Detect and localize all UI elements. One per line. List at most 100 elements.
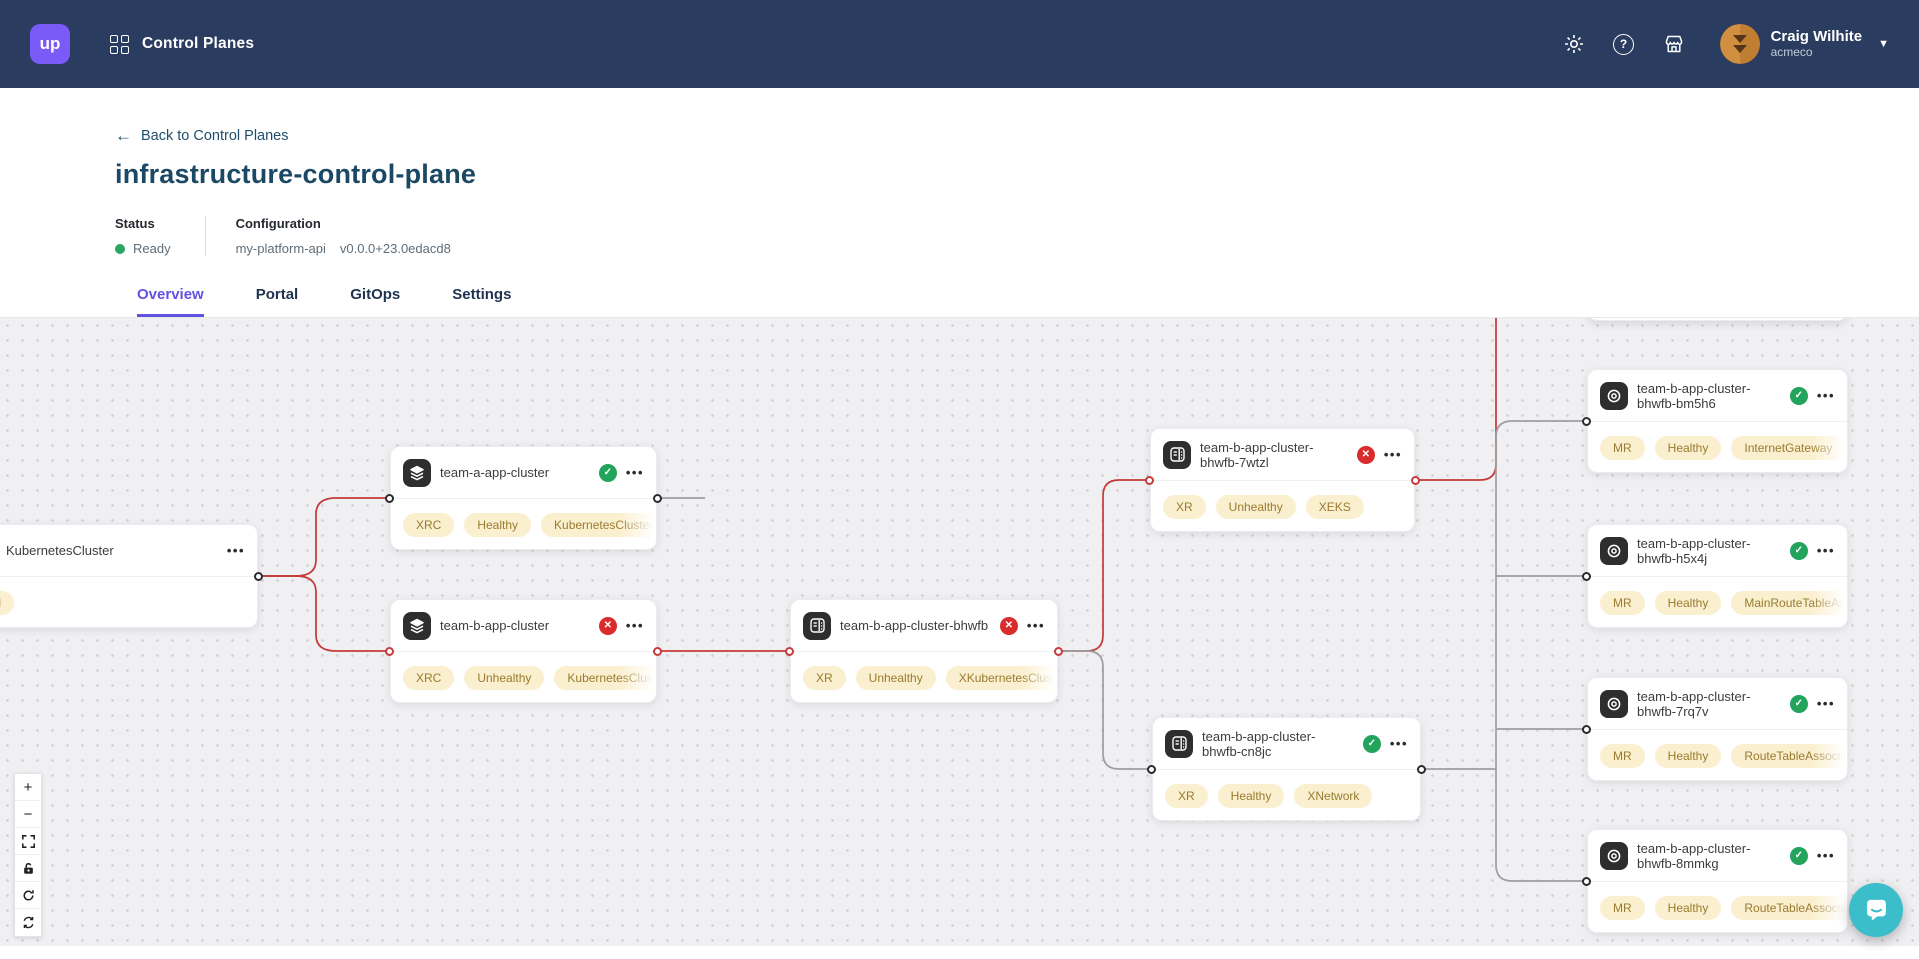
- badge-kubernetescluster: KubernetesCluster: [541, 512, 656, 537]
- more-options-icon[interactable]: •••: [1389, 736, 1408, 751]
- left-connection-handle[interactable]: [385, 647, 394, 656]
- rotate-button[interactable]: [15, 882, 41, 909]
- back-to-control-planes-link[interactable]: ← Back to Control Planes: [115, 126, 1919, 146]
- more-options-icon[interactable]: •••: [1816, 696, 1835, 711]
- fit-view-button[interactable]: [15, 828, 41, 855]
- more-options-icon[interactable]: •••: [1816, 388, 1835, 403]
- badge-xrc: XRC: [403, 665, 455, 690]
- top-navbar: up Control Planes ? Craig Wilhite acmeco…: [0, 0, 1919, 88]
- apps-grid-icon[interactable]: [110, 34, 129, 54]
- zoom-in-button[interactable]: +: [15, 774, 41, 801]
- tab-portal[interactable]: Portal: [255, 286, 299, 303]
- badge-xkubernetescluster: XKubernetesCluster: [945, 665, 1057, 690]
- badge-healthy: Healthy: [1654, 743, 1722, 768]
- upbound-logo[interactable]: up: [30, 24, 70, 64]
- user-block[interactable]: Craig Wilhite acmeco: [1771, 28, 1863, 59]
- node-badges: MRHealthyRouteTableAssociation: [1588, 730, 1847, 781]
- left-connection-handle[interactable]: [385, 494, 394, 503]
- marketplace-icon[interactable]: [1662, 32, 1686, 56]
- right-connection-handle[interactable]: [653, 494, 662, 503]
- status-value: Ready: [115, 241, 171, 256]
- edge-trunk-to-8mmkg: [1495, 769, 1587, 882]
- edge-7wtzl-to-top-node: [1415, 318, 1497, 481]
- grid-square: [121, 45, 129, 54]
- tab-gitops[interactable]: GitOps: [350, 286, 401, 303]
- avatar[interactable]: [1719, 24, 1760, 64]
- zoom-out-button[interactable]: −: [15, 801, 41, 828]
- help-icon[interactable]: ?: [1612, 32, 1636, 56]
- node-title: team-b-app-cluster-bhwfb-7rq7v: [1637, 688, 1751, 719]
- status-text: Ready: [133, 241, 171, 256]
- tab-overview[interactable]: Overview: [137, 286, 204, 317]
- chevron-down-icon[interactable]: ▼: [1878, 38, 1889, 50]
- right-connection-handle[interactable]: [1054, 647, 1063, 656]
- left-connection-handle[interactable]: [1147, 765, 1156, 774]
- badge-xr: XR: [1165, 783, 1208, 808]
- healthy-check-icon: ✓: [598, 463, 617, 482]
- left-connection-handle[interactable]: [1582, 725, 1591, 734]
- configuration-name[interactable]: my-platform-api: [235, 241, 326, 256]
- healthy-check-icon: ✓: [1362, 734, 1381, 753]
- managed-resource-icon: [1600, 841, 1628, 870]
- right-connection-handle[interactable]: [1411, 476, 1420, 485]
- back-arrow-icon: ←: [115, 126, 132, 145]
- node-header: team-a-app-cluster ✓ •••: [391, 447, 656, 499]
- right-connection-handle[interactable]: [254, 572, 263, 581]
- unhealthy-x-icon: ✕: [598, 616, 617, 635]
- configuration-version: v0.0.0+23.0edacd8: [339, 241, 451, 256]
- left-connection-handle[interactable]: [1582, 572, 1591, 581]
- healthy-check-icon: ✓: [1789, 541, 1808, 560]
- more-options-icon[interactable]: •••: [226, 543, 245, 558]
- configuration-label: Configuration: [235, 216, 321, 231]
- unhealthy-x-icon: ✕: [1356, 445, 1375, 464]
- resource-node-partial[interactable]: [1587, 318, 1848, 321]
- node-header: team-b-app-cluster-bhwfb-7wtzl ✕ •••: [1151, 429, 1414, 481]
- healthy-check-icon: ✓: [1789, 386, 1808, 405]
- left-connection-handle[interactable]: [1145, 476, 1154, 485]
- badge-mr: MR: [1600, 895, 1645, 920]
- node-badges: XRCUnhealthyKubernetesCluster: [391, 652, 656, 703]
- graph-canvas[interactable]: K KubernetesCluster ••• API team-a-app-c…: [0, 317, 1919, 946]
- badge-unhealthy: Unhealthy: [1215, 494, 1296, 519]
- more-options-icon[interactable]: •••: [1816, 848, 1835, 863]
- managed-resource-icon: [1600, 689, 1628, 718]
- node-title: team-b-app-cluster-bhwfb-bm5h6: [1637, 380, 1751, 411]
- left-connection-handle[interactable]: [1582, 417, 1591, 426]
- composite-resource-icon: [1165, 729, 1193, 758]
- lock-button[interactable]: [15, 855, 41, 882]
- left-connection-handle[interactable]: [785, 647, 794, 656]
- tab-settings[interactable]: Settings: [452, 286, 512, 303]
- question-mark: ?: [1613, 33, 1635, 55]
- tabs: Overview Portal GitOps Settings: [115, 286, 1919, 317]
- more-options-icon[interactable]: •••: [1816, 543, 1835, 558]
- left-connection-handle[interactable]: [1582, 877, 1591, 886]
- unhealthy-x-icon: ✕: [999, 616, 1018, 635]
- resource-node-kubernetescluster[interactable]: K KubernetesCluster ••• API: [0, 524, 263, 628]
- reload-button[interactable]: [15, 909, 41, 936]
- more-options-icon[interactable]: •••: [1383, 447, 1402, 462]
- right-connection-handle[interactable]: [1417, 765, 1426, 774]
- right-connection-handle[interactable]: [653, 647, 662, 656]
- chat-launcher-button[interactable]: [1849, 883, 1903, 937]
- composite-resource-icon: [1163, 440, 1191, 469]
- app-title: Control Planes: [142, 35, 255, 52]
- node-title: team-a-app-cluster: [440, 465, 550, 480]
- badge-mr: MR: [1600, 435, 1645, 460]
- more-options-icon[interactable]: •••: [1026, 618, 1045, 633]
- gear-icon[interactable]: [1562, 32, 1586, 56]
- more-options-icon[interactable]: •••: [625, 465, 644, 480]
- more-options-icon[interactable]: •••: [625, 618, 644, 633]
- navbar-right: ? Craig Wilhite acmeco ▼: [1536, 24, 1889, 64]
- edge-trunk-to-bm5h6: [1495, 420, 1587, 769]
- badge-unhealthy: Unhealthy: [464, 665, 545, 690]
